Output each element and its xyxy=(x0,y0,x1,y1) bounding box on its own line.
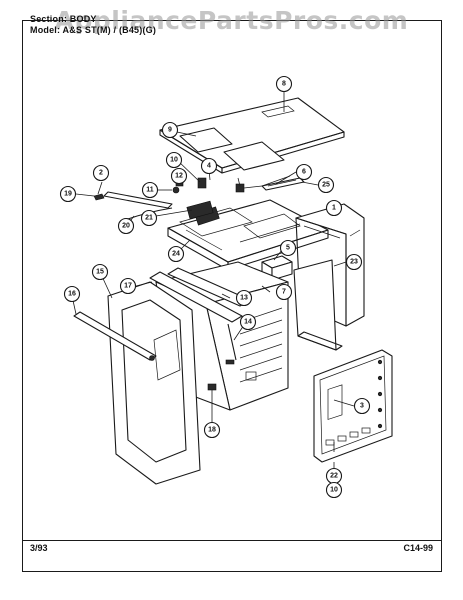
callout-15: 15 xyxy=(91,263,109,281)
callout-21: 21 xyxy=(140,209,158,227)
callout-25: 25 xyxy=(317,176,335,194)
svg-text:2: 2 xyxy=(99,170,103,177)
svg-text:18: 18 xyxy=(208,427,216,434)
svg-text:25: 25 xyxy=(322,182,330,189)
svg-text:13: 13 xyxy=(240,295,248,302)
callout-16: 16 xyxy=(63,285,81,303)
callout-14: 14 xyxy=(239,313,257,331)
svg-text:10: 10 xyxy=(330,487,338,494)
callout-22: 22 xyxy=(325,467,343,485)
callout-5: 5 xyxy=(279,239,297,257)
callout-17: 17 xyxy=(119,277,137,295)
part-door-frame xyxy=(107,281,201,485)
part-side-panel xyxy=(293,259,343,351)
callout-1: 1 xyxy=(325,199,343,217)
page-date: 3/93 xyxy=(30,543,48,553)
svg-text:7: 7 xyxy=(282,289,286,296)
svg-text:24: 24 xyxy=(172,251,180,258)
svg-text:5: 5 xyxy=(286,245,290,252)
part-hinge xyxy=(225,323,237,365)
svg-text:12: 12 xyxy=(175,173,183,180)
svg-text:4: 4 xyxy=(207,163,211,170)
footer-rule xyxy=(22,540,442,541)
page-header: Section: BODY Model: A&S ST(M) / (B45)(G… xyxy=(30,14,156,36)
callout-24: 24 xyxy=(167,245,185,263)
diagram-frame xyxy=(22,20,442,572)
svg-text:20: 20 xyxy=(122,223,130,230)
svg-text:22: 22 xyxy=(330,473,338,480)
model-label: Model: A&S ST(M) / (B45)(G) xyxy=(30,25,157,35)
part-small-components xyxy=(93,175,291,223)
svg-text:1: 1 xyxy=(332,205,336,212)
page-code: C14-99 xyxy=(403,543,433,553)
watermark: AppliancePartsPros.com xyxy=(54,6,409,35)
section-label: Section: BODY xyxy=(30,14,97,24)
part-insulation-pad xyxy=(179,127,285,171)
callout-13: 13 xyxy=(235,289,253,307)
svg-text:21: 21 xyxy=(145,215,153,222)
callout-8: 8 xyxy=(275,75,293,93)
part-control-panel-top xyxy=(167,199,329,271)
callout-10-top: 10 xyxy=(165,151,183,169)
callout-2: 2 xyxy=(92,164,110,182)
svg-text:8: 8 xyxy=(282,81,286,88)
callout-20: 20 xyxy=(117,217,135,235)
svg-text:19: 19 xyxy=(64,191,72,198)
svg-text:6: 6 xyxy=(302,169,306,176)
svg-text:14: 14 xyxy=(244,319,252,326)
svg-text:10: 10 xyxy=(170,157,178,164)
svg-text:17: 17 xyxy=(124,283,132,290)
callout-12: 12 xyxy=(170,167,188,185)
callout-6: 6 xyxy=(295,163,313,181)
svg-text:23: 23 xyxy=(350,259,358,266)
svg-text:11: 11 xyxy=(146,187,154,194)
callout-9: 9 xyxy=(161,121,179,139)
callout-7: 7 xyxy=(275,283,293,301)
svg-text:16: 16 xyxy=(68,291,76,298)
callout-11: 11 xyxy=(141,181,159,199)
part-latch xyxy=(207,383,217,391)
callout-23: 23 xyxy=(345,253,363,271)
callout-19: 19 xyxy=(59,185,77,203)
svg-text:15: 15 xyxy=(96,269,104,276)
callout-18: 18 xyxy=(203,421,221,439)
svg-text:3: 3 xyxy=(360,403,364,410)
part-door-handle xyxy=(73,311,157,361)
part-box xyxy=(261,255,293,281)
callout-10-bottom: 10 xyxy=(325,481,343,499)
svg-text:9: 9 xyxy=(168,127,172,134)
callout-4: 4 xyxy=(200,157,218,175)
callout-3: 3 xyxy=(353,397,371,415)
